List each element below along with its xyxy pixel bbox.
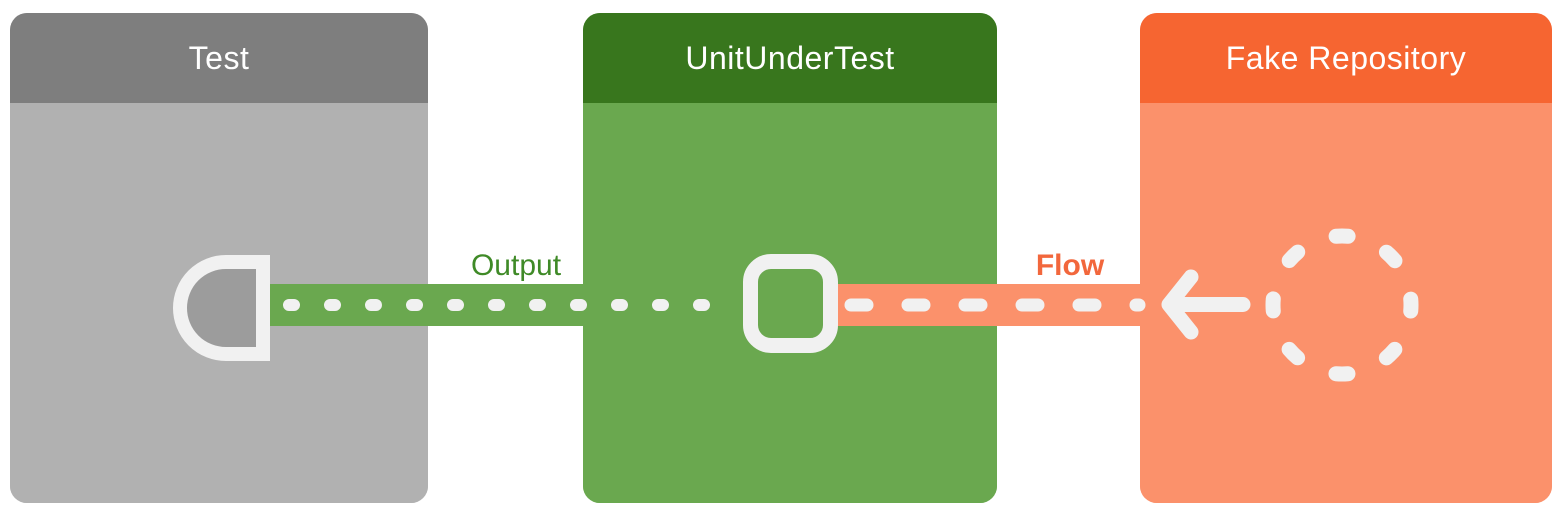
d-port-icon xyxy=(173,255,270,361)
box-unit-under-test-header: UnitUnderTest xyxy=(583,13,997,103)
flow-connector-band xyxy=(836,284,1140,326)
flow-connector-label: Flow xyxy=(1035,249,1105,282)
box-fake-repository: Fake Repository xyxy=(1140,13,1552,503)
box-test-header: Test xyxy=(10,13,428,103)
box-unit-under-test-title: UnitUnderTest xyxy=(685,39,895,76)
box-test-title: Test xyxy=(188,39,250,76)
output-connector-band xyxy=(266,284,788,326)
rounded-square-port-icon xyxy=(743,254,838,353)
box-fake-repository-header: Fake Repository xyxy=(1140,13,1552,103)
box-fake-repository-title: Fake Repository xyxy=(1225,39,1467,76)
box-fake-repository-body xyxy=(1140,103,1552,503)
output-connector-label: Output xyxy=(470,249,562,282)
